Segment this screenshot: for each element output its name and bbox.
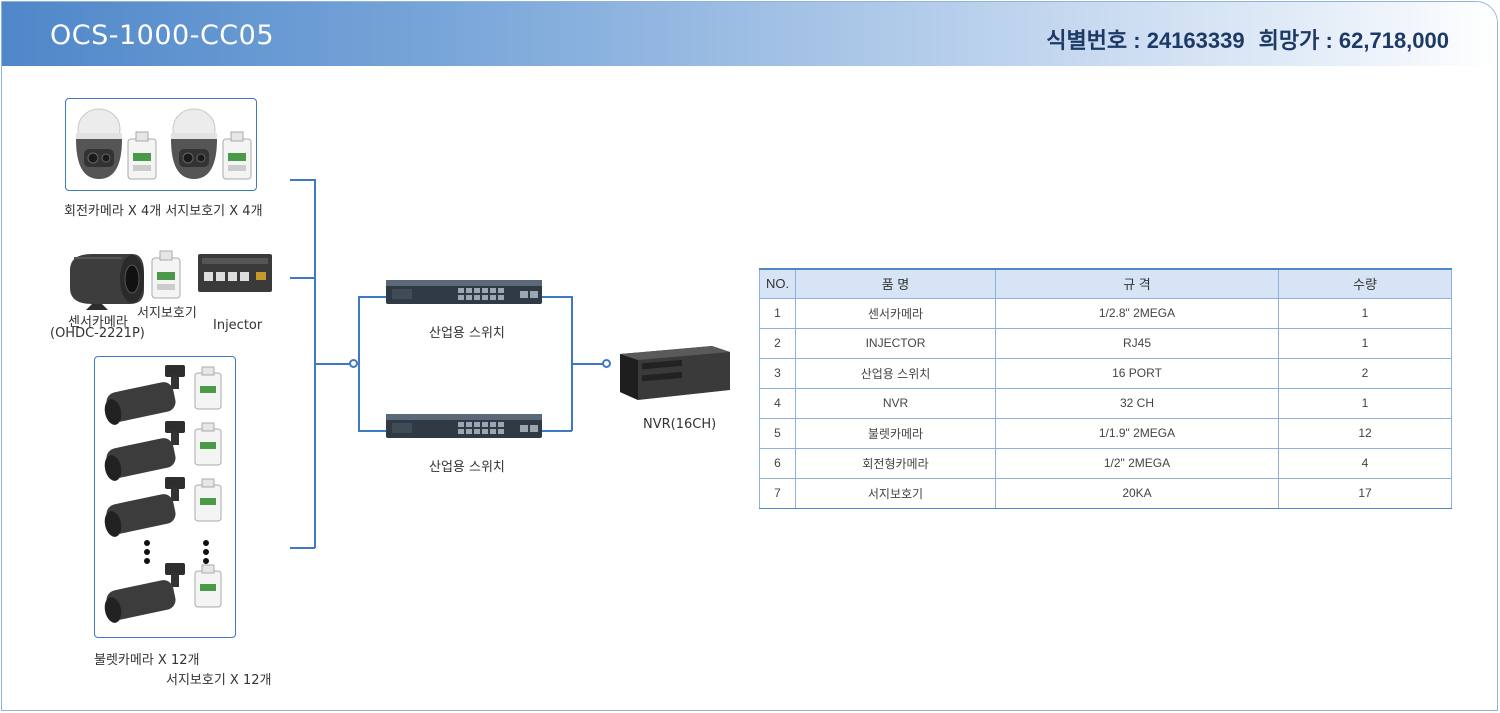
surge-protector-icon: [194, 366, 222, 410]
ptz-group-label: 회전카메라 X 4개 서지보호기 X 4개: [64, 204, 263, 219]
price-value: 62,718,000: [1338, 28, 1449, 53]
bullet-camera-images: [104, 365, 222, 623]
table-row: 2 INJECTOR RJ45 1: [759, 327, 1452, 359]
connector-line: [542, 296, 572, 298]
cell-qty: 4: [1278, 447, 1452, 479]
surge-protector-icon: [127, 131, 157, 180]
connector-line: [571, 363, 603, 365]
col-header-qty: 수량: [1278, 268, 1452, 299]
injector-icon: [198, 254, 272, 292]
surge-protector-icon: [151, 250, 181, 299]
id-value: 24163339: [1146, 28, 1245, 53]
cell-item: INJECTOR: [795, 327, 996, 359]
industrial-switch-2-icon: [386, 414, 542, 438]
injector-label: Injector: [213, 318, 263, 333]
sensor-camera-model: (OHDC-2221P): [50, 326, 145, 341]
switch-1-label: 산업용 스위치: [429, 326, 505, 341]
id-label: 식별번호 :: [1046, 28, 1147, 53]
cell-no: 3: [759, 357, 796, 389]
id-price-info: 식별번호 : 24163339 희망가 : 62,718,000: [1046, 23, 1449, 55]
col-header-item: 품 명: [795, 268, 996, 299]
cell-no: 6: [759, 447, 796, 479]
surge-protector-icon: [194, 564, 222, 608]
table-row: 6 회전형카메라 1/2" 2MEGA 4: [759, 447, 1452, 479]
cell-qty: 1: [1278, 327, 1452, 359]
bullet-camera-icon: [104, 477, 185, 537]
bullet-camera-icon: [104, 563, 185, 623]
cell-spec: 1/2.8" 2MEGA: [995, 297, 1279, 329]
col-header-spec: 규 격: [995, 268, 1279, 299]
connector-line: [314, 363, 350, 365]
cell-no: 1: [759, 297, 796, 329]
cell-item: 서지보호기: [795, 477, 996, 509]
nvr-label: NVR(16CH): [643, 417, 717, 432]
cell-item: 불렛카메라: [795, 417, 996, 449]
nvr-icon: [620, 346, 730, 400]
header-bar: OCS-1000-CC05 식별번호 : 24163339 희망가 : 62,71…: [2, 2, 1497, 66]
cell-spec: 16 PORT: [995, 357, 1279, 389]
cell-qty: 2: [1278, 357, 1452, 389]
connector-line: [542, 430, 572, 432]
cell-no: 2: [759, 327, 796, 359]
cell-qty: 1: [1278, 387, 1452, 419]
cell-item: 회전형카메라: [795, 447, 996, 479]
industrial-switch-1-icon: [386, 280, 542, 304]
bullet-camera-group: [94, 356, 236, 638]
junction-dot: [349, 359, 358, 368]
table-row: 5 불렛카메라 1/1.9" 2MEGA 12: [759, 417, 1452, 449]
cell-item: 센서카메라: [795, 297, 996, 329]
spec-table-header-row: NO. 품 명 규 격 수량: [759, 268, 1452, 299]
cell-qty: 17: [1278, 477, 1452, 509]
cell-no: 5: [759, 417, 796, 449]
cell-spec: 20KA: [995, 477, 1279, 509]
cell-item: NVR: [795, 387, 996, 419]
ptz-camera-images: [76, 108, 252, 180]
cell-spec: 32 CH: [995, 387, 1279, 419]
surge-protector-icon: [222, 131, 252, 180]
connector-line: [358, 430, 386, 432]
bullet-camera-icon: [104, 421, 185, 481]
cell-spec: RJ45: [995, 327, 1279, 359]
table-row: 4 NVR 32 CH 1: [759, 387, 1452, 419]
sensor-camera-icon: [70, 254, 144, 310]
switch-2-label: 산업용 스위치: [429, 460, 505, 475]
junction-dot: [602, 359, 611, 368]
cell-item: 산업용 스위치: [795, 357, 996, 389]
sensor-camera-label: 센서카메라: [68, 315, 128, 330]
surge-label: 서지보호기: [137, 306, 197, 321]
cell-spec: 1/1.9" 2MEGA: [995, 417, 1279, 449]
ptz-camera-icon: [76, 108, 122, 179]
connector-line: [290, 547, 315, 549]
ellipsis-dots: [144, 540, 209, 564]
connector-line: [290, 179, 315, 181]
spec-table: NO. 품 명 규 격 수량 1 센서카메라 1/2.8" 2MEGA 1 2 …: [759, 268, 1452, 509]
cell-qty: 1: [1278, 297, 1452, 329]
table-row: 1 센서카메라 1/2.8" 2MEGA 1: [759, 297, 1452, 329]
model-title: OCS-1000-CC05: [50, 20, 275, 51]
bullet-camera-label: 불렛카메라 X 12개: [94, 653, 200, 668]
surge-protector-icon: [194, 478, 222, 522]
connector-line: [290, 277, 315, 279]
cell-no: 4: [759, 387, 796, 419]
bullet-surge-label: 서지보호기 X 12개: [166, 673, 272, 688]
sensor-camera-images: [70, 250, 272, 310]
bullet-camera-icon: [104, 365, 185, 425]
ptz-camera-group: [65, 98, 257, 191]
table-row: 3 산업용 스위치 16 PORT 2: [759, 357, 1452, 389]
connector-line: [358, 296, 360, 431]
cell-no: 7: [759, 477, 796, 509]
ptz-camera-icon: [171, 108, 217, 179]
price-label: 희망가 :: [1258, 28, 1339, 53]
connector-line: [358, 296, 386, 298]
surge-protector-icon: [194, 422, 222, 466]
col-header-no: NO.: [759, 268, 796, 299]
cell-qty: 12: [1278, 417, 1452, 449]
cell-spec: 1/2" 2MEGA: [995, 447, 1279, 479]
table-row: 7 서지보호기 20KA 17: [759, 477, 1452, 509]
